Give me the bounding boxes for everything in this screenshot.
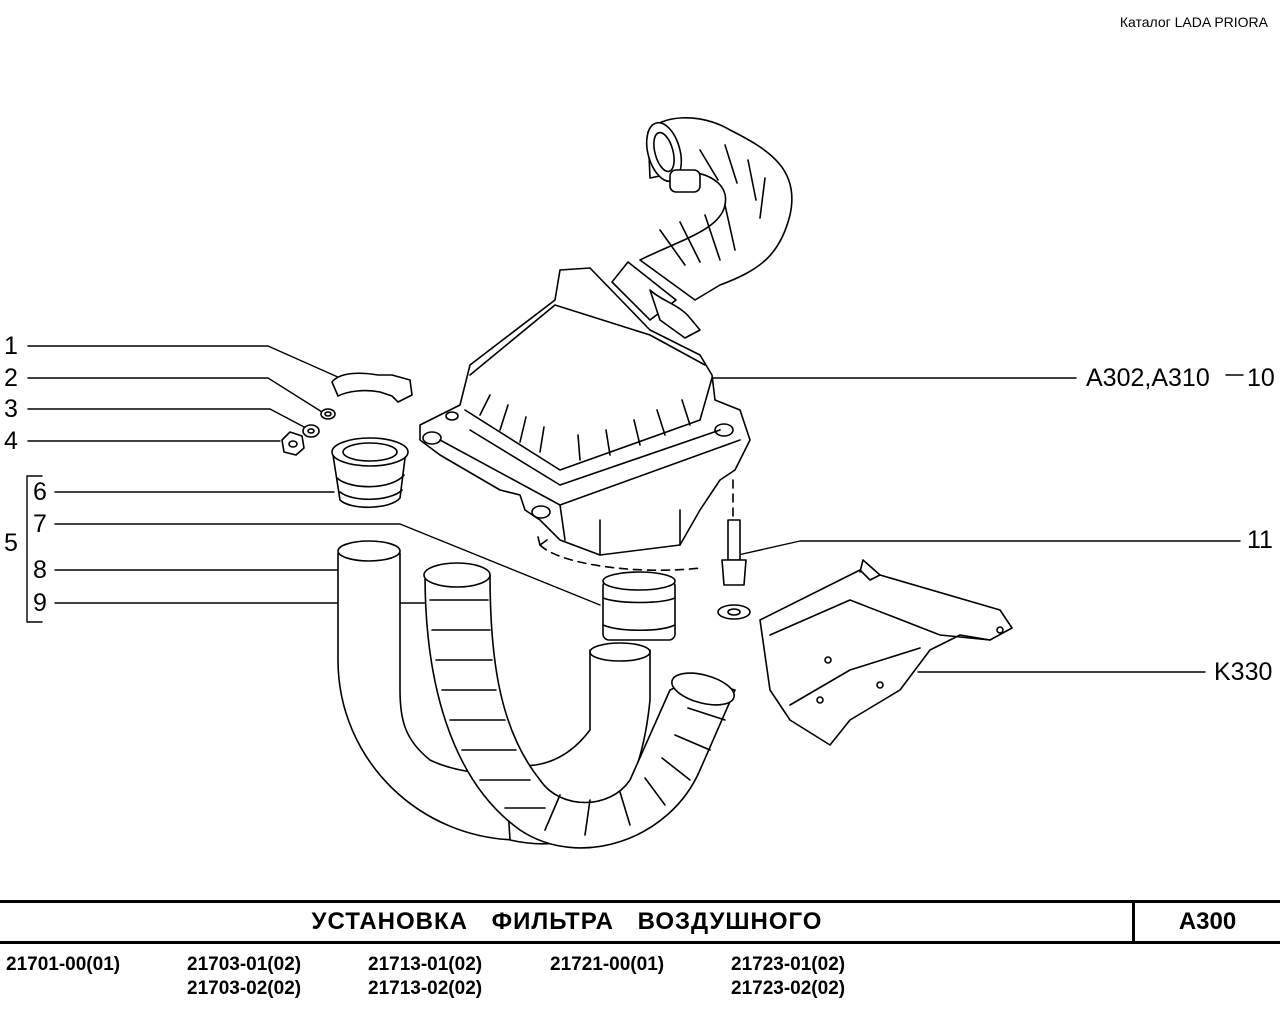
model-21713-01: 21713-01(02) <box>368 954 483 975</box>
callout-11: 11 <box>1247 526 1273 554</box>
model-21723-02: 21723-02(02) <box>731 978 846 999</box>
model-21703-01: 21703-01(02) <box>187 954 302 975</box>
model-21703-02: 21703-02(02) <box>187 978 302 999</box>
title-bar: УСТАНОВКА ФИЛЬТРА ВОЗДУШНОГО A300 <box>0 900 1280 944</box>
leader-3 <box>27 408 307 429</box>
sensor-11 <box>717 519 751 620</box>
exploded-diagram <box>26 117 1244 849</box>
corrugated-hose-9 <box>423 562 736 849</box>
assembly-code: A300 <box>1178 908 1237 935</box>
leader-11 <box>737 540 1241 556</box>
callout-3: 3 <box>4 395 18 423</box>
leader-7 <box>54 523 601 606</box>
model-21713-02: 21713-02(02) <box>368 978 483 999</box>
assembly-title: УСТАНОВКА ФИЛЬТРА ВОЗДУШНОГО <box>311 908 823 935</box>
callout-4: 4 <box>4 427 18 455</box>
callout-8: 8 <box>33 556 47 584</box>
callout-7: 7 <box>33 510 47 538</box>
title-divider <box>1132 903 1135 941</box>
model-21701: 21701-00(01) <box>6 954 121 975</box>
bracket-5 <box>26 475 43 623</box>
filter-housing <box>419 267 751 572</box>
leader-2 <box>27 377 323 413</box>
callout-9: 9 <box>33 589 47 617</box>
nut-4 <box>281 431 305 456</box>
clamp-bracket <box>331 372 413 403</box>
mounting-bracket <box>759 559 1013 746</box>
leader-lines <box>26 345 1244 673</box>
washer-2 <box>320 408 336 420</box>
ref-housing-link[interactable]: A302,A310 <box>1086 364 1210 392</box>
callout-2: 2 <box>4 364 18 392</box>
callout-5: 5 <box>4 529 18 557</box>
grommet-6 <box>331 437 409 509</box>
model-21721: 21721-00(01) <box>550 954 665 975</box>
ref-bracket-link[interactable]: K330 <box>1214 658 1273 686</box>
catalog-header: Каталог LADA PRIORA <box>1119 14 1268 30</box>
washer-3 <box>302 424 320 438</box>
callout-6: 6 <box>33 478 47 506</box>
model-21723-01: 21723-01(02) <box>731 954 846 975</box>
callout-1: 1 <box>4 332 18 360</box>
callout-10: 10 <box>1247 364 1275 392</box>
intake-hose <box>611 117 793 339</box>
leader-1 <box>27 345 341 379</box>
